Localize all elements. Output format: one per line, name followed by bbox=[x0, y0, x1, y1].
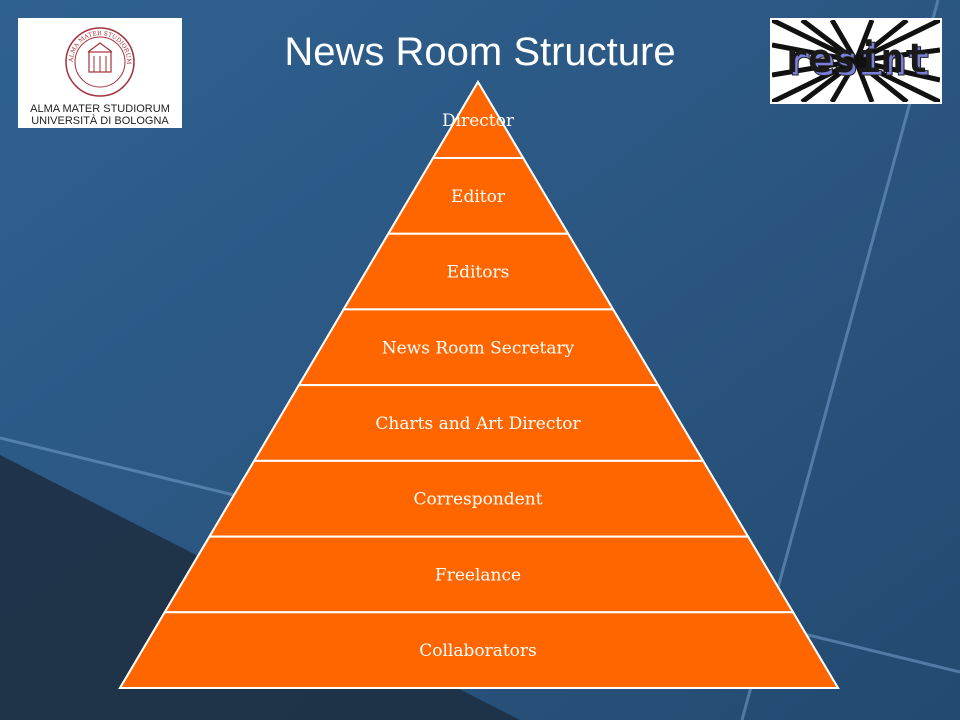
pyramid-tier-label: Editor bbox=[451, 187, 506, 207]
pyramid-tier-label: Director bbox=[442, 111, 515, 131]
pyramid-tier bbox=[118, 611, 840, 689]
pyramid-tier-label: Freelance bbox=[435, 565, 521, 585]
pyramid-tier-label: Charts and Art Director bbox=[375, 414, 581, 434]
university-seal-icon: ALMA MATER STUDIORUM · A.D. 1088 ALMA MA… bbox=[18, 18, 170, 127]
resint-wordmark: resint bbox=[784, 36, 929, 82]
pyramid-tier-label: Editors bbox=[447, 263, 510, 283]
university-name-line2: UNIVERSITÀ DI BOLOGNA bbox=[31, 114, 169, 127]
pyramid-tier-label: News Room Secretary bbox=[382, 338, 575, 358]
resint-logo-icon: resint resint bbox=[772, 20, 940, 102]
slide-title: News Room Structure bbox=[284, 30, 676, 74]
resint-wordmark-shadow: resint bbox=[787, 39, 932, 85]
resint-logo: resint resint bbox=[770, 18, 942, 104]
university-name-line1: ALMA MATER STUDIORUM bbox=[30, 103, 170, 115]
pyramid-tier-label: Correspondent bbox=[413, 490, 542, 510]
pyramid-tier-label: Collaborators bbox=[419, 641, 537, 661]
university-logo: ALMA MATER STUDIORUM · A.D. 1088 ALMA MA… bbox=[18, 18, 182, 128]
